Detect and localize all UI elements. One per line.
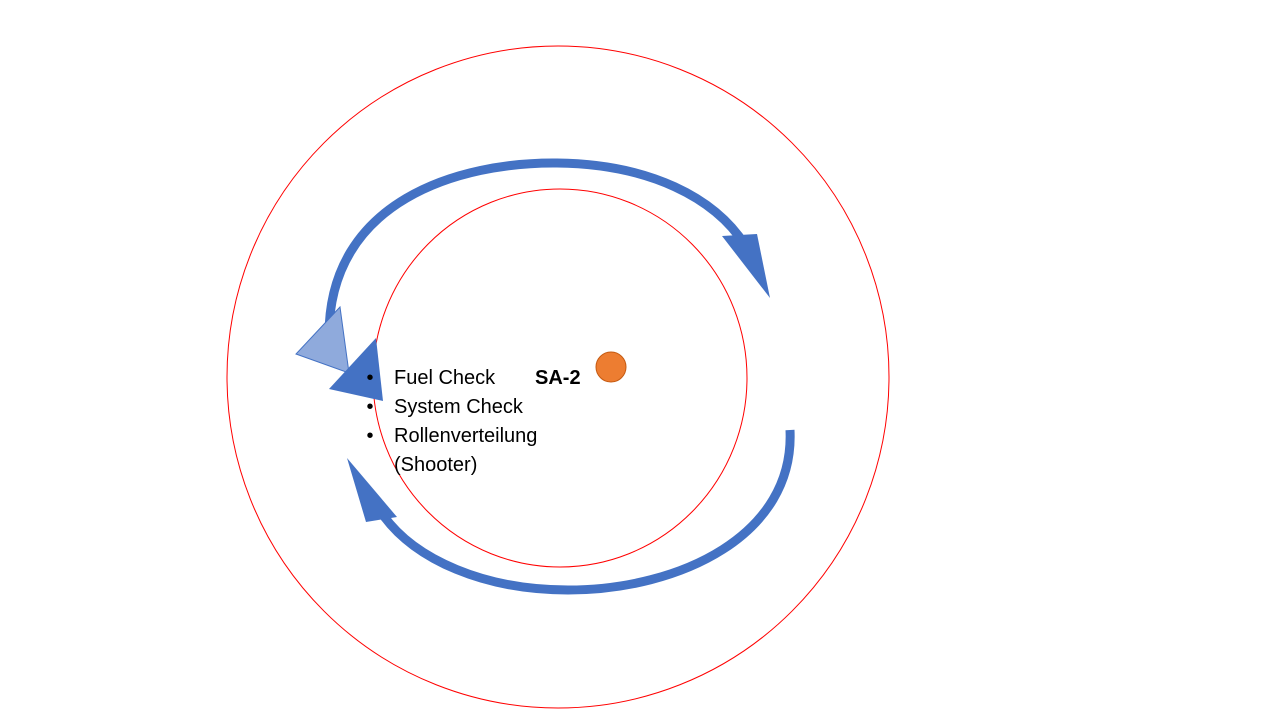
outer-ring [226, 45, 890, 709]
bullet-icon: • [366, 396, 374, 418]
threat-label: SA-2 [535, 367, 581, 389]
checklist-item-text-continued: (Shooter) [394, 454, 478, 476]
checklist-item: • Rollenverteilung (Shooter) [364, 422, 537, 480]
checklist-item-text: Rollenverteilung [394, 425, 538, 447]
checklist: • Fuel Check • System Check • Rollenvert… [364, 364, 537, 480]
checklist-item-text: Fuel Check [394, 367, 496, 389]
lower-orbit-arrowhead [347, 458, 397, 522]
bullet-icon: • [366, 367, 374, 389]
turn-arrowhead-dark [329, 338, 383, 401]
checklist-item: • System Check [364, 393, 537, 422]
checklist-item: • Fuel Check [364, 364, 537, 393]
upper-orbit-arrowhead [722, 234, 770, 298]
bullet-icon: • [366, 425, 374, 447]
turn-arrowhead-light [295, 305, 350, 374]
upper-orbit-arrow-shaft [324, 158, 749, 338]
lower-orbit-arrow-shaft [379, 429, 795, 595]
checklist-item-text: System Check [394, 396, 523, 418]
sa2-threat-marker [595, 351, 627, 383]
